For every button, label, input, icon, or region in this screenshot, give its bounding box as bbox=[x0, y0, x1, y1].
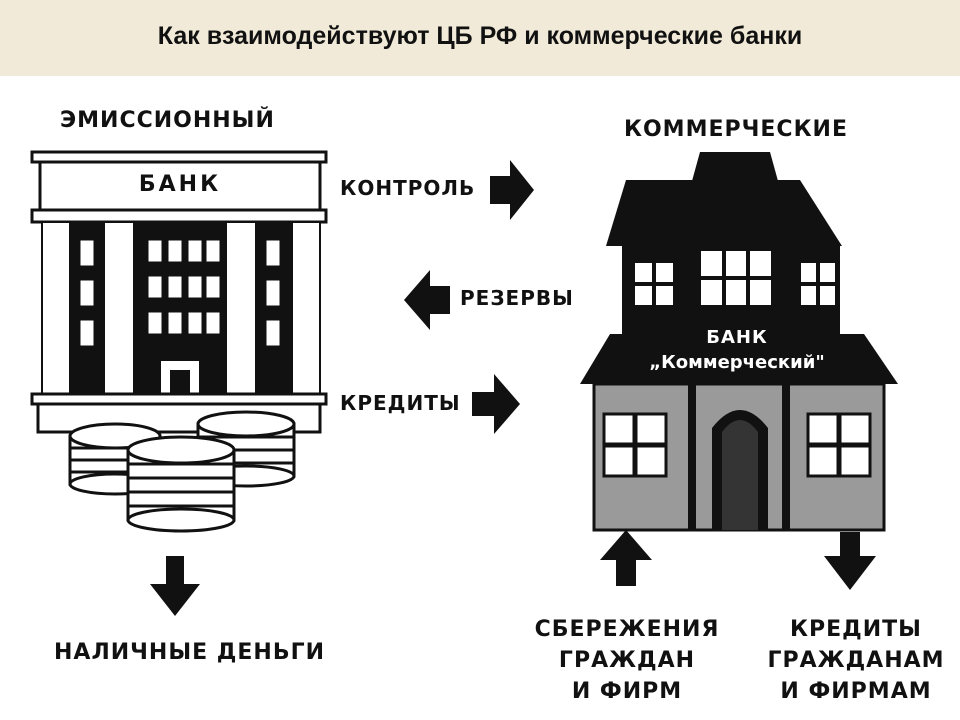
arrow-credits-icon bbox=[472, 374, 520, 434]
coin-stacks-icon bbox=[68, 410, 296, 533]
savings-line-2: ГРАЖДАН bbox=[558, 648, 696, 673]
arrow-control-icon bbox=[490, 160, 534, 220]
commercial-bank-building bbox=[580, 152, 898, 532]
loans-label: КРЕДИТЫ ГРАЖДАНАМ И ФИРМАМ bbox=[756, 614, 956, 707]
page-title: Как взаимодействуют ЦБ РФ и коммерческие… bbox=[157, 22, 803, 50]
loans-line-3: И ФИРМАМ bbox=[780, 679, 932, 704]
emission-bank-building bbox=[30, 150, 328, 434]
commercial-bank-sign-line2: „Коммерческий" bbox=[649, 352, 825, 373]
savings-line-1: СБЕРЕЖЕНИЯ bbox=[534, 617, 720, 642]
flow-reserves-label: РЕЗЕРВЫ bbox=[460, 286, 574, 310]
savings-label: СБЕРЕЖЕНИЯ ГРАЖДАН И ФИРМ bbox=[520, 614, 734, 707]
flow-control-label: КОНТРОЛЬ bbox=[340, 176, 476, 200]
loans-line-2: ГРАЖДАНАМ bbox=[767, 648, 945, 673]
emission-bank-top-label: ЭМИССИОННЫЙ bbox=[60, 108, 275, 133]
arrow-cash-down-icon bbox=[150, 556, 200, 616]
flow-credits-label: КРЕДИТЫ bbox=[340, 391, 461, 415]
commercial-bank-sign-line1: БАНК bbox=[706, 327, 768, 348]
header-bar bbox=[0, 0, 960, 76]
emission-bank-sign: БАНК bbox=[138, 172, 222, 197]
cash-label: НАЛИЧНЫЕ ДЕНЬГИ bbox=[54, 640, 326, 665]
commercial-bank-top-label: КОММЕРЧЕСКИЕ bbox=[624, 117, 848, 142]
arrow-loans-down-icon bbox=[824, 532, 876, 590]
loans-line-1: КРЕДИТЫ bbox=[790, 617, 922, 642]
arrow-reserves-icon bbox=[404, 270, 450, 330]
savings-line-3: И ФИРМ bbox=[571, 679, 683, 704]
arrow-savings-up-icon bbox=[600, 530, 652, 586]
